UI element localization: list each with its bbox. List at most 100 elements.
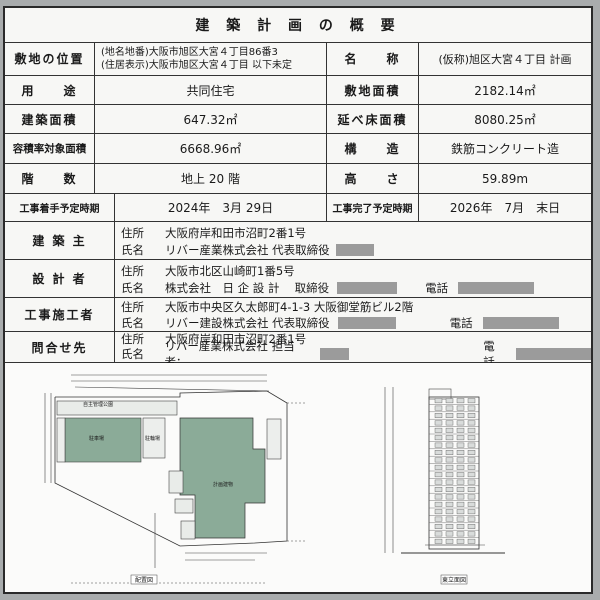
window (467, 420, 476, 426)
elevation-caption: 東立面図 (441, 577, 466, 584)
floors-label: 階 数 (5, 164, 95, 193)
owner-name: リバー産業株式会社 代表取締役 (165, 242, 330, 257)
window (456, 435, 465, 441)
designer-address-line: 住所 大阪市北区山崎町1番5号 (115, 262, 591, 279)
window (456, 516, 465, 522)
parking-text: 駐車場 (89, 436, 105, 442)
window (434, 472, 443, 478)
use-value: 共同住宅 (95, 76, 327, 104)
contact-name-key: 氏名 (121, 347, 144, 361)
window (456, 464, 465, 470)
small-block (168, 470, 184, 494)
drawings-panel: 配置図 東立面図 自主管理公園 駐輪場 駐車場 計画建物 (5, 363, 591, 592)
use-label: 用 途 (5, 76, 95, 104)
window (434, 398, 443, 404)
board-title: 建 築 計 画 の 概 要 (5, 8, 591, 43)
window (434, 450, 443, 455)
planned-building (179, 417, 266, 539)
owner-address-line: 住所 大阪府岸和田市沼町2番1号 (115, 224, 591, 241)
window (456, 420, 465, 426)
window (467, 442, 476, 448)
window (445, 435, 454, 441)
window (456, 538, 465, 544)
window (434, 427, 443, 433)
window (434, 538, 443, 544)
site-area-value: 2182.14㎡ (474, 83, 536, 98)
window (445, 442, 454, 448)
contact-name-line: 氏名 リバー産業株式会社 担当者： 電話 (115, 339, 591, 369)
name-label: 名 称 (327, 42, 419, 75)
designer-addr-key: 住所 (121, 263, 144, 278)
building-area-label: 建築面積 (5, 105, 95, 133)
contractor-tel-key: 電話 (449, 315, 473, 330)
name-value: (仮称)旭区大宮４丁目 計画 (438, 52, 572, 66)
contractor-label: 工事施工者 (5, 298, 115, 331)
owner-addr-key: 住所 (121, 225, 144, 240)
contact-addr: 大阪府岸和田市沼町2番1号 (165, 332, 307, 346)
site-boundary (54, 390, 288, 547)
parking-area (64, 417, 142, 463)
total-floor-area-label: 延べ床面積 (327, 105, 419, 133)
window (445, 524, 454, 529)
window (467, 479, 476, 485)
contractor-addr: 大阪市中央区久太郎町4-1-3 大阪御堂筋ビル2階 (165, 299, 414, 314)
contact-label: 問合せ先 (5, 332, 115, 362)
park-area (56, 400, 178, 416)
row-schedule: 工事着手予定時期 2024年 3月 29日 工事完了予定時期 2026年 7月 … (5, 194, 591, 222)
window (456, 427, 465, 433)
drawings-svg (44, 374, 505, 585)
window (456, 524, 465, 529)
window (467, 516, 476, 522)
designer-info: 住所 大阪市北区山崎町1番5号 氏名 株式会社 日 企 設 計 取締役 電話 (115, 260, 591, 297)
window (445, 531, 454, 537)
window (467, 509, 476, 515)
finish-value: 2026年 7月 末日 (449, 201, 561, 215)
window (456, 405, 465, 411)
total-floor-area-value: 8080.25㎡ (474, 112, 536, 127)
row-building-area: 建築面積 647.32㎡ 延べ床面積 8080.25㎡ (5, 105, 591, 134)
window (467, 405, 476, 411)
window (467, 538, 476, 544)
window (467, 494, 476, 500)
window (434, 420, 443, 426)
redacted-block (319, 348, 350, 360)
roof-structure (428, 388, 452, 400)
row-floors: 階 数 地上 20 階 高 さ 59.89m (5, 164, 591, 194)
site-location-line2: (住居表示)大阪市旭区大宮４丁目 以下未定 (101, 59, 292, 71)
window (434, 413, 443, 418)
contact-address-line: 住所 大阪府岸和田市沼町2番1号 (115, 331, 591, 347)
window (434, 509, 443, 515)
contractor-name: リバー建設株式会社 代表取締役 (165, 315, 330, 330)
floors-value: 地上 20 階 (95, 164, 327, 193)
window (467, 472, 476, 478)
window (445, 464, 454, 470)
window (456, 442, 465, 448)
window (445, 487, 454, 492)
far-area-value: 6668.96㎡ (95, 134, 327, 163)
site-location-value: (地名地番)大阪市旭区大宮４丁目86番3 (住居表示)大阪市旭区大宮４丁目 以下… (95, 42, 327, 75)
window (445, 398, 454, 404)
height-value: 59.89m (481, 171, 529, 186)
dimension-line (74, 386, 270, 392)
window (467, 464, 476, 470)
designer-label: 設 計 者 (5, 260, 115, 297)
structure-label: 構 造 (327, 134, 419, 163)
window (467, 435, 476, 441)
start-label: 工事着手予定時期 (5, 194, 115, 221)
window (434, 457, 443, 463)
site-area-label: 敷地面積 (327, 76, 419, 104)
contractor-info: 住所 大阪市中央区久太郎町4-1-3 大阪御堂筋ビル2階 氏名 リバー建設株式会… (115, 298, 591, 331)
contact-tel-key: 電話 (483, 339, 495, 369)
notice-board: 建 築 計 画 の 概 要 敷地の位置 (地名地番)大阪市旭区大宮４丁目86番3… (3, 6, 593, 594)
window (434, 516, 443, 522)
building-text: 計画建物 (213, 482, 234, 488)
row-use: 用 途 共同住宅 敷地面積 2182.14㎡ (5, 76, 591, 105)
designer-name: 株式会社 日 企 設 計 取締役 (165, 280, 330, 295)
window (445, 494, 454, 500)
window (445, 516, 454, 522)
window (456, 413, 465, 418)
window (456, 509, 465, 515)
window (456, 531, 465, 537)
window (456, 494, 465, 500)
designer-tel-key: 電話 (425, 280, 449, 295)
